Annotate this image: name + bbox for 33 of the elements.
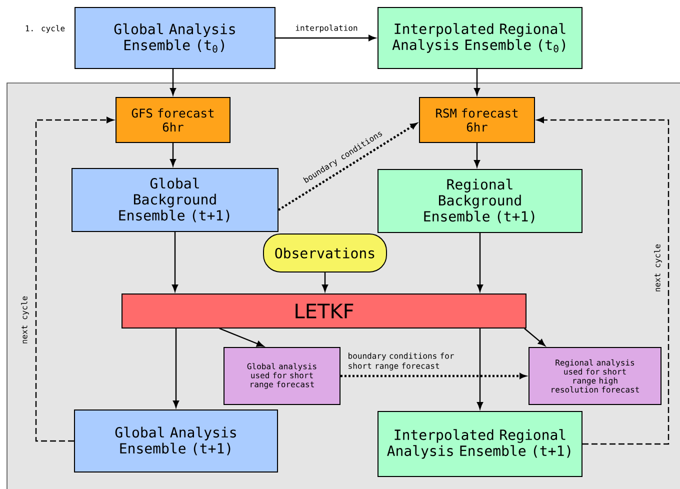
arrow — [219, 328, 264, 347]
product-box: Global analysis used for short range forecast — [224, 347, 340, 405]
edge-label: interpolation — [296, 24, 358, 32]
cycle-label: next cycle — [21, 296, 29, 344]
arrow — [524, 328, 546, 346]
arrow — [476, 328, 484, 410]
arrow — [340, 373, 526, 379]
step-label: 1. cycle — [26, 25, 65, 33]
arrow — [476, 233, 484, 292]
arrow — [172, 232, 178, 292]
observations-box: Observations — [263, 234, 387, 272]
background-box: Global Background Ensemble (t+1) — [72, 168, 278, 232]
background-box: Regional Background Ensemble (t+1) — [378, 169, 582, 233]
forecast-box: GFS forecast 6hr — [116, 97, 230, 143]
analysis-box: Interpolated Regional Analysis Ensemble (t$_{0}$) — [378, 7, 582, 69]
arrow — [322, 272, 328, 292]
arrow — [276, 34, 376, 42]
cycle-label: next cycle — [654, 244, 662, 292]
analysis-box: Global Analysis Ensemble (t+1) — [74, 410, 278, 472]
analysis-box: Global Analysis Ensemble (t$_{0}$) — [74, 7, 276, 69]
arrow — [170, 143, 176, 166]
arrow — [474, 143, 480, 168]
analysis-box: Interpolated Regional Analysis Ensemble (t+1) — [378, 411, 582, 477]
arrow — [474, 69, 480, 96]
arrow — [278, 123, 417, 211]
arrow — [35, 116, 114, 442]
edge-label: boundary conditions for short range forecast — [348, 352, 454, 370]
product-box: Regional analysis used for short range high resolution forecast — [528, 347, 662, 405]
forecast-box: RSM forecast 6hr — [419, 97, 535, 143]
letkf-box: LETKF — [122, 294, 526, 328]
arrow — [172, 328, 180, 408]
arrow — [536, 116, 670, 445]
arrow — [170, 69, 176, 96]
